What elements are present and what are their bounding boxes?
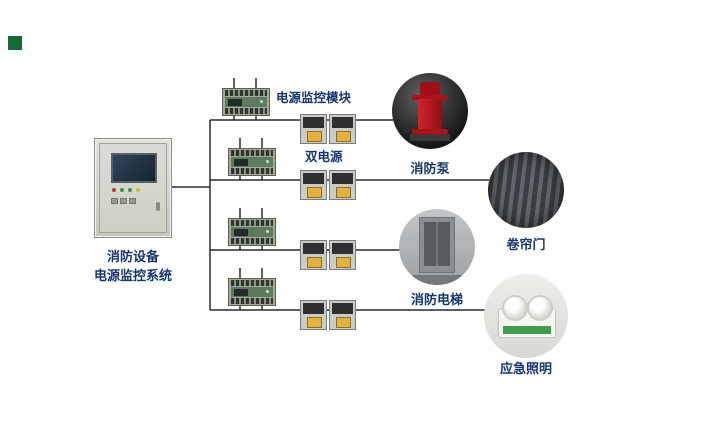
pump-motor	[420, 82, 440, 96]
ats-body	[332, 243, 353, 254]
ats-handle	[307, 317, 322, 328]
cabinet-buttons	[110, 198, 137, 204]
equipment-image-fire-elevator	[399, 209, 475, 285]
module-led	[266, 230, 269, 233]
pump-flange	[412, 129, 448, 134]
cabinet-button	[129, 198, 136, 204]
ats-handle	[336, 187, 351, 198]
wire-stubs-module-4	[239, 268, 263, 310]
ats-unit	[329, 300, 356, 330]
ats-unit	[300, 114, 327, 144]
emergency-lamp	[502, 295, 528, 321]
module-display	[234, 229, 248, 236]
module-terminal-strip	[231, 238, 273, 244]
ats-body	[303, 173, 324, 184]
module-display	[228, 99, 242, 106]
module-display	[234, 159, 248, 166]
cabinet-button	[111, 198, 118, 204]
module-terminal-strip	[225, 90, 267, 96]
dual-power-switch-2	[300, 170, 356, 200]
emergency-light-body	[498, 295, 556, 338]
ats-handle	[336, 317, 351, 328]
green-corner-mark	[8, 36, 22, 50]
module-terminal-strip	[231, 298, 273, 304]
ats-body	[303, 303, 324, 314]
module-terminal-strip	[231, 150, 273, 156]
label-roller-door: 卷帘门	[506, 237, 546, 252]
module-display	[234, 289, 248, 296]
label-fire-elevator: 消防电梯	[410, 292, 464, 307]
system-label-line2: 电源监控系统	[93, 268, 173, 283]
ats-unit	[329, 240, 356, 270]
module-terminal-strip	[231, 168, 273, 174]
module-face	[231, 227, 273, 237]
equipment-image-fire-pump	[392, 73, 468, 149]
module-terminal-strip	[231, 280, 273, 286]
ats-body	[303, 243, 324, 254]
indicator-light-green	[120, 188, 124, 192]
module-label: 电源监控模块	[276, 91, 352, 105]
ats-handle	[307, 187, 322, 198]
ats-handle	[336, 131, 351, 142]
module-led	[266, 160, 269, 163]
module-led	[266, 290, 269, 293]
module-face	[231, 287, 273, 297]
elevator-floor	[399, 275, 475, 285]
system-label: 消防设备 电源监控系统	[94, 246, 172, 284]
ats-unit	[329, 170, 356, 200]
equipment-image-emergency-light	[484, 274, 568, 358]
dual-power-switch-3	[300, 240, 356, 270]
cabinet-screen	[111, 153, 157, 183]
power-module-2	[228, 148, 276, 176]
ats-handle	[307, 257, 322, 268]
ats-handle	[336, 257, 351, 268]
ats-body	[332, 303, 353, 314]
ats-unit	[329, 114, 356, 144]
power-module-4	[228, 278, 276, 306]
dual-power-switch-1	[300, 114, 356, 144]
module-terminal-strip	[225, 108, 267, 114]
module-face	[231, 157, 273, 167]
monitoring-cabinet	[94, 138, 172, 238]
ats-body	[332, 173, 353, 184]
power-module-1	[222, 88, 270, 116]
indicator-light-yellow	[136, 188, 140, 192]
ats-unit	[300, 300, 327, 330]
module-terminal-strip	[231, 220, 273, 226]
label-emergency-light: 应急照明	[499, 361, 553, 376]
cabinet-lock	[156, 202, 160, 211]
ats-handle	[307, 131, 322, 142]
indicator-light-red	[112, 188, 116, 192]
ats-unit	[300, 170, 327, 200]
dual-power-switch-4	[300, 300, 356, 330]
cabinet-button	[120, 198, 127, 204]
cabinet-door	[99, 143, 167, 233]
ats-unit	[300, 240, 327, 270]
emergency-light-strip	[503, 326, 551, 334]
pump-body	[418, 99, 442, 131]
wire-stubs-module-3	[239, 208, 263, 250]
ats-body	[332, 117, 353, 128]
elevator-door	[424, 222, 450, 266]
module-face	[225, 97, 267, 107]
label-fire-pump: 消防泵	[410, 161, 450, 176]
equipment-image-roller-door	[488, 152, 564, 228]
system-label-line1: 消防设备	[106, 249, 160, 264]
module-led	[260, 100, 263, 103]
wire-stubs-module-2	[239, 138, 263, 180]
emergency-lamp	[527, 295, 553, 321]
wire-stubs-module-1	[233, 78, 257, 120]
indicator-light-green	[128, 188, 132, 192]
ats-body	[303, 117, 324, 128]
pump-base	[410, 134, 450, 141]
elevator-frame	[419, 217, 455, 273]
dual-power-label: 双电源	[305, 150, 343, 164]
pump-flange	[412, 95, 448, 100]
power-module-3	[228, 218, 276, 246]
cabinet-indicator-lights	[110, 188, 142, 192]
